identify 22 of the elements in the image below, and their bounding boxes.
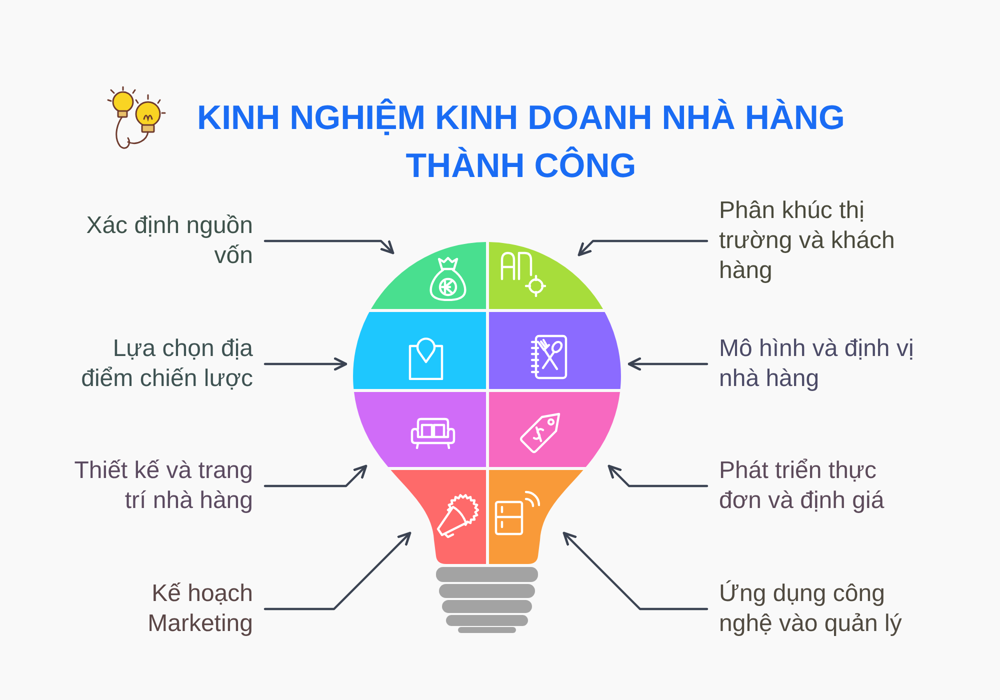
arrow <box>264 240 394 254</box>
bulb-segment <box>489 470 586 565</box>
topic-label: Kế hoạch Marketing <box>145 579 253 639</box>
topic-label: Ứng dụng công nghệ vào quản lý <box>719 579 904 639</box>
topic-label: Mô hình và định vị nhà hàng <box>719 334 916 394</box>
arrow <box>608 464 708 488</box>
arrow <box>562 532 708 610</box>
bulb-segment <box>489 312 621 389</box>
topic-label: Phân khúc thị trường và khách hàng <box>719 196 897 286</box>
bulb-segment <box>354 392 486 467</box>
arrow <box>264 532 412 610</box>
bulb-segment <box>489 392 620 467</box>
topic-label: Xác định nguồn vốn <box>84 211 253 271</box>
bulb-segment <box>353 312 486 389</box>
arrow <box>578 240 708 256</box>
page-title: KINH NGHIỆM KINH DOANH NHÀ HÀNG THÀNH CÔNG <box>196 98 846 187</box>
topic-label: Phát triển thực đơn và định giá <box>719 456 887 516</box>
arrow <box>628 357 708 371</box>
arrow <box>264 464 368 488</box>
topic-label: Thiết kế và trang trí nhà hàng <box>72 456 253 516</box>
arrow <box>264 357 348 371</box>
topic-label: Lựa chọn địa điểm chiến lược <box>79 334 253 394</box>
